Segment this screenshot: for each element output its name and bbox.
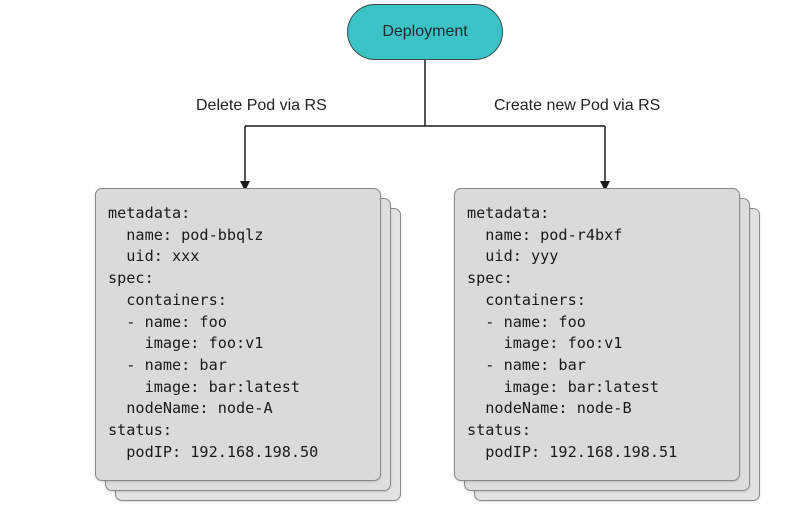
yaml-line: containers: (467, 290, 586, 309)
yaml-line: status: (467, 421, 532, 440)
yaml-line: uid: xxx (108, 247, 200, 266)
yaml-line: uid: yyy (467, 247, 559, 266)
yaml-line: image: foo:v1 (467, 334, 623, 353)
yaml-line: name: pod-r4bxf (467, 225, 623, 244)
yaml-line: image: foo:v1 (108, 334, 264, 353)
yaml-line: - name: foo (467, 312, 586, 331)
yaml-line: podIP: 192.168.198.50 (108, 442, 319, 461)
deployment-node: Deployment (347, 4, 503, 60)
yaml-line: - name: bar (467, 355, 586, 374)
delete-pod-label: Delete Pod via RS (196, 97, 327, 114)
yaml-line: image: bar:latest (108, 377, 301, 396)
deployment-node-label: Deployment (382, 23, 468, 40)
yaml-line: podIP: 192.168.198.51 (467, 442, 678, 461)
yaml-line: nodeName: node-A (108, 399, 273, 418)
yaml-line: nodeName: node-B (467, 399, 632, 418)
yaml-line: spec: (108, 269, 154, 288)
yaml-line: image: bar:latest (467, 377, 660, 396)
yaml-line: name: pod-bbqlz (108, 225, 264, 244)
yaml-line: metadata: (108, 204, 191, 222)
yaml-line: status: (108, 421, 173, 440)
yaml-line: metadata: (467, 204, 550, 222)
yaml-line: - name: foo (108, 312, 227, 331)
yaml-line: containers: (108, 290, 227, 309)
yaml-line: spec: (467, 269, 513, 288)
yaml-line: - name: bar (108, 355, 227, 374)
create-pod-label: Create new Pod via RS (494, 97, 661, 114)
